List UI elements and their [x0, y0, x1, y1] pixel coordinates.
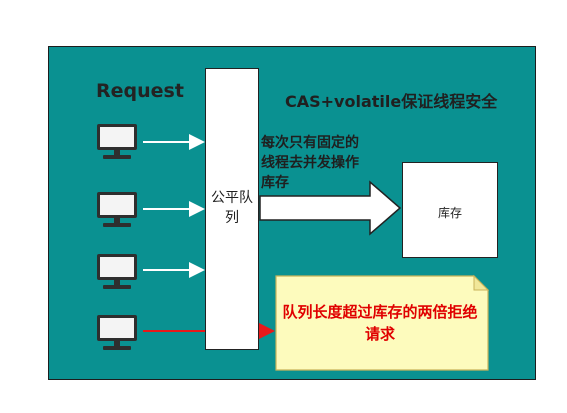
computer-icon [97, 192, 137, 227]
request-title: Request [96, 80, 184, 102]
inventory-label: 库存 [437, 206, 462, 220]
inventory-arrow [259, 180, 402, 236]
computer-icon [97, 254, 137, 289]
fair-queue-label: 公平队列 [211, 190, 253, 226]
computer-icon [97, 124, 137, 159]
note-fold [473, 274, 490, 291]
cas-title: CAS+volatile保证线程安全 [285, 92, 498, 111]
rejection-note [275, 275, 489, 371]
inventory-box [402, 162, 498, 258]
rejection-text: 队列长度超过库存的两倍拒绝请求 [282, 303, 478, 343]
computer-icon [97, 315, 137, 350]
fixed-threads-note: 每次只有固定的线程去并发操作库存 [261, 135, 359, 191]
fair-queue-box [205, 68, 259, 350]
